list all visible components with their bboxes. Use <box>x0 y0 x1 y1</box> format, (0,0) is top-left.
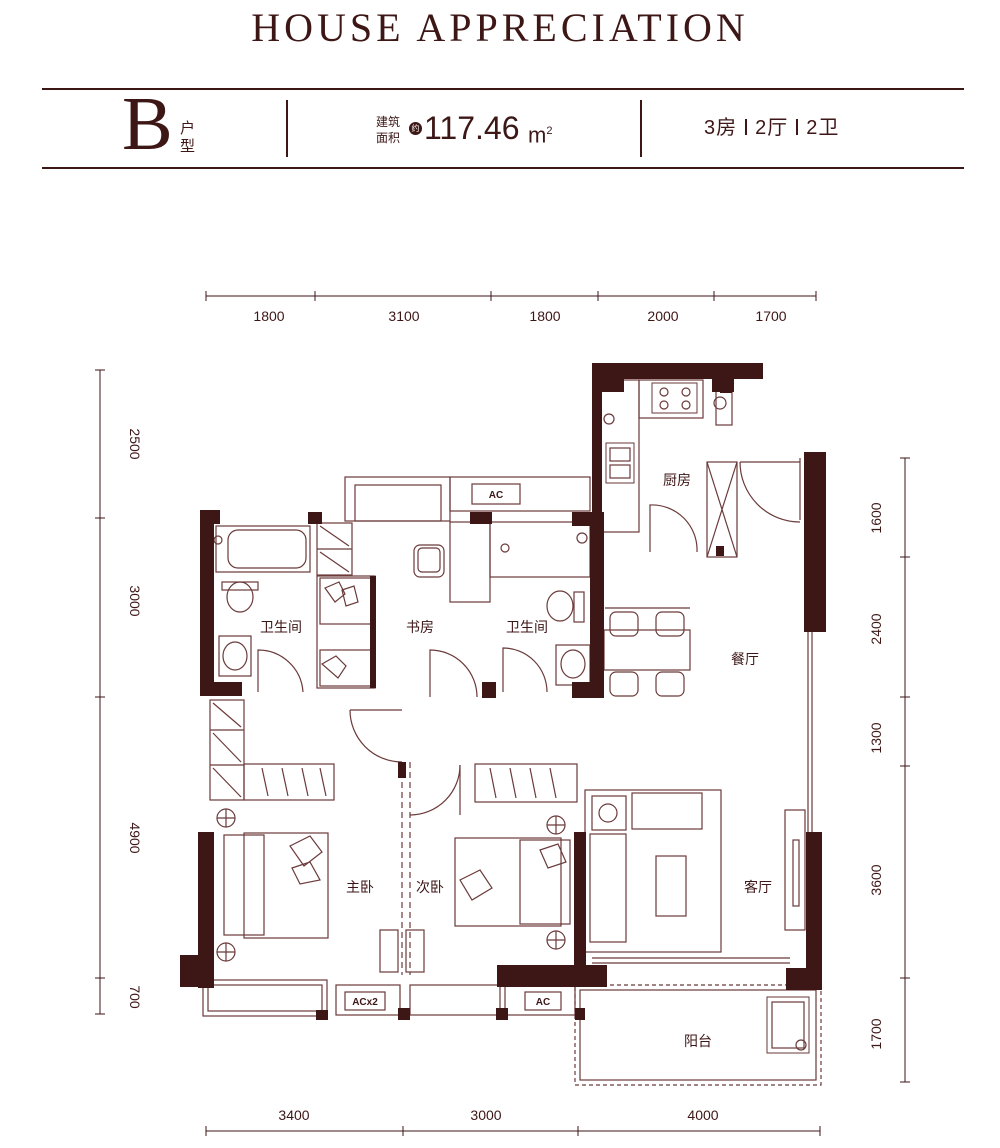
header-divider <box>640 100 642 157</box>
room-kitchen: 厨房 <box>663 472 691 488</box>
room-balcony: 阳台 <box>684 1033 712 1049</box>
area-label: 建筑面积 <box>376 115 401 145</box>
dim-top-2: 3100 <box>388 308 419 324</box>
dim-right-5: 1700 <box>868 1018 884 1049</box>
room-master: 主卧 <box>346 879 374 895</box>
room-second: 次卧 <box>416 879 444 895</box>
area-value: 117.46 <box>424 110 520 146</box>
header-bottom-rule <box>42 167 964 169</box>
header-divider <box>286 100 288 157</box>
dim-right-1: 1600 <box>868 502 884 533</box>
unit-type-letter: B <box>122 82 173 166</box>
dim-top-3: 1800 <box>529 308 560 324</box>
walls <box>180 363 826 1020</box>
bath-count: 2卫 <box>806 117 840 139</box>
room-bath-right: 卫生间 <box>506 619 548 635</box>
dim-top-4: 2000 <box>647 308 678 324</box>
room-count: 3房 2厅 2卫 <box>704 116 839 140</box>
dim-right-2: 2400 <box>868 613 884 644</box>
unit-type-suffix: 户型 <box>180 120 196 155</box>
hall-count: 2厅 <box>755 117 789 139</box>
room-living: 客厅 <box>744 879 772 895</box>
room-bath-left: 卫生间 <box>260 619 302 635</box>
dimension-bottom: 3400 3000 4000 <box>205 1107 821 1136</box>
dim-bottom-3: 4000 <box>687 1107 718 1123</box>
dim-bottom-2: 3000 <box>470 1107 501 1123</box>
dimension-top: 1800 3100 1800 2000 1700 <box>205 291 817 324</box>
dim-top-5: 1700 <box>755 308 786 324</box>
dim-left-2: 3000 <box>127 585 143 616</box>
ac-bottom-left: ACx2 <box>352 997 378 1008</box>
dimension-right: 1600 2400 1300 3600 1700 <box>868 457 910 1083</box>
ac-top: AC <box>489 490 503 501</box>
dim-top-1: 1800 <box>253 308 284 324</box>
dim-left-1: 2500 <box>127 428 143 459</box>
dim-right-4: 3600 <box>868 864 884 895</box>
header-top-rule <box>42 88 964 90</box>
room-study: 书房 <box>406 619 434 635</box>
area-unit: m2 <box>528 122 553 148</box>
dimension-left: 2500 3000 4900 700 <box>95 369 143 1015</box>
room-dining: 餐厅 <box>731 651 759 667</box>
dim-bottom-1: 3400 <box>278 1107 309 1123</box>
approx-badge: 约 <box>409 122 422 135</box>
plan-linework <box>202 379 822 1086</box>
bedroom-count: 3房 <box>704 117 738 139</box>
ac-bottom-right: AC <box>536 997 550 1008</box>
dim-left-4: 700 <box>127 985 143 1009</box>
dim-left-3: 4900 <box>127 822 143 853</box>
page-title: HOUSE APPRECIATION <box>251 5 749 50</box>
dim-right-3: 1300 <box>868 722 884 753</box>
